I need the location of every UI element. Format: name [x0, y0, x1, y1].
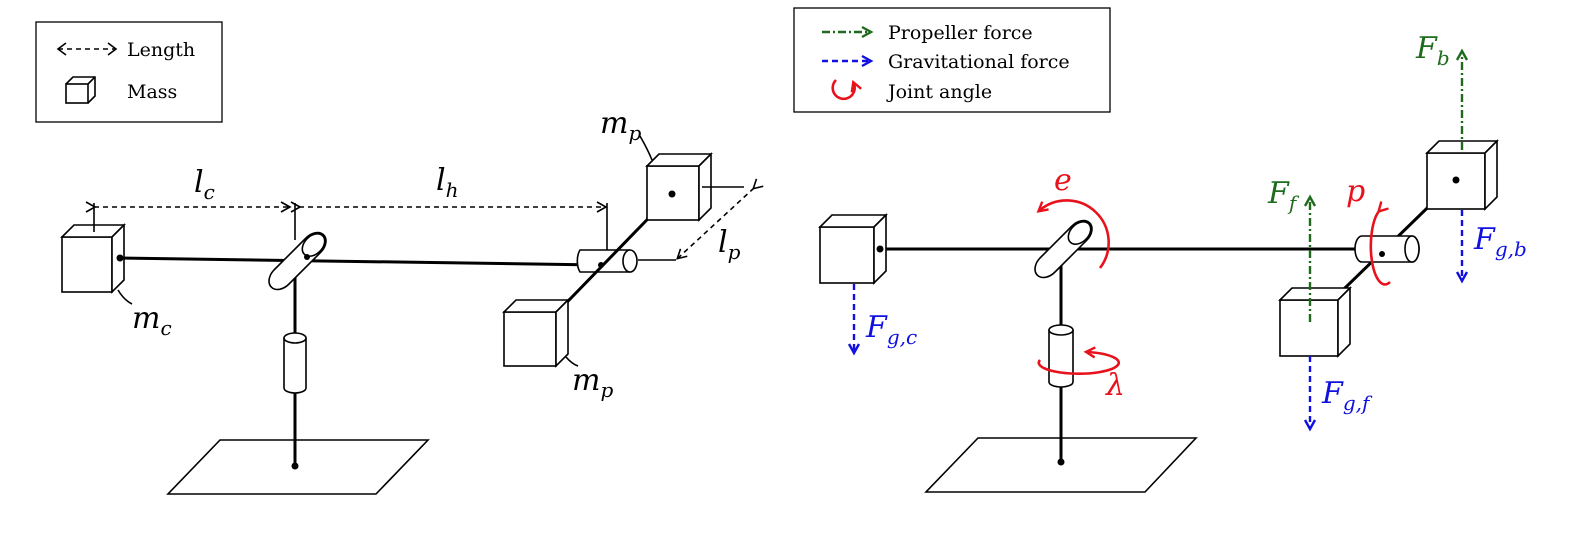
mass-legend-icon — [65, 76, 96, 104]
counterweight-mass — [60, 223, 126, 294]
elevation-joint-cylinder-right — [1034, 219, 1093, 279]
travel-angle-arrow — [1037, 346, 1121, 376]
pitch-angle-arrow — [1369, 201, 1391, 286]
front-propeller-mass — [502, 298, 570, 368]
elevation-label: e — [1054, 163, 1072, 198]
right-legend: Propeller force Gravitational force Join… — [793, 7, 1111, 113]
travel-joint-cylinder — [283, 332, 307, 394]
mass-legend-label: Mass — [127, 81, 177, 103]
lh-label: lh — [436, 163, 459, 202]
mp-bottom-callout — [565, 356, 579, 367]
lh-dimension — [290, 201, 608, 250]
left-helicopter: lc lh lp mc mp mp — [60, 106, 764, 495]
joint-angle-legend-icon — [831, 79, 862, 101]
gravitational-force-legend-label: Gravitational force — [888, 51, 1070, 73]
ff-label: Ff — [1267, 176, 1300, 215]
pitch-joint-cylinder-right — [1354, 235, 1420, 263]
lc-dimension — [85, 201, 292, 232]
mp-bottom-label: mp — [572, 363, 613, 402]
lp-label: lp — [718, 225, 741, 264]
left-legend-frame — [35, 21, 223, 123]
main-arm — [118, 256, 602, 267]
mc-callout — [117, 289, 133, 305]
fgc-label: Fg,c — [865, 310, 917, 349]
base-plate — [166, 439, 430, 495]
length-legend-icon — [56, 42, 118, 56]
counterweight-mass-right — [818, 213, 888, 285]
front-propeller-mass-right — [1278, 286, 1352, 358]
joint-angle-legend-label: Joint angle — [886, 81, 992, 103]
fb-label: Fb — [1415, 31, 1450, 70]
base-plate-right — [924, 437, 1198, 493]
fgf-label: Fg,f — [1321, 376, 1373, 415]
length-legend-label: Length — [127, 39, 195, 61]
propeller-force-legend-label: Propeller force — [888, 22, 1033, 44]
elevation-joint-cylinder — [268, 231, 327, 291]
elevation-angle-arrow — [1036, 199, 1110, 269]
right-legend-frame — [793, 7, 1111, 113]
back-propeller-mass-right — [1425, 139, 1499, 211]
mc-label: mc — [132, 301, 172, 340]
travel-joint-cylinder-right — [1048, 324, 1074, 388]
lc-label: lc — [194, 165, 215, 204]
fgb-label: Fg,b — [1473, 222, 1527, 261]
back-propeller-mass — [645, 152, 713, 222]
mp-top-label: mp — [600, 106, 641, 145]
left-legend: Length Mass — [35, 21, 223, 123]
pitch-label: p — [1346, 174, 1365, 209]
mp-top-callout — [639, 135, 653, 161]
travel-label: λ — [1105, 368, 1125, 403]
lp-dimension — [638, 178, 764, 261]
